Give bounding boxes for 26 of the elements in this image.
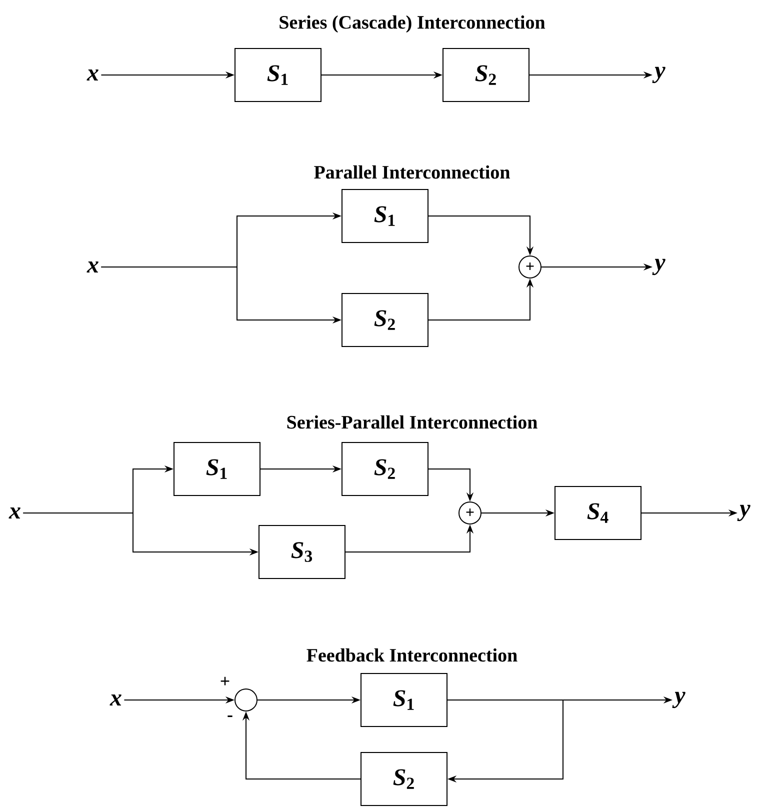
signal-label: x (8, 508, 20, 519)
system-box: S$_{2}$ (342, 442, 428, 496)
system-box: S$_{1}$ (174, 442, 260, 496)
sign-label: - (228, 716, 232, 718)
system-box: S$_{4}$ (554, 486, 642, 540)
summing-junction: + (458, 502, 482, 524)
section-title: Feedback Interconnection (306, 648, 518, 662)
signal-label: y (652, 258, 666, 276)
arrow (447, 700, 564, 783)
signal-label: x (86, 262, 98, 273)
signal-label: x (86, 70, 98, 81)
signal-label: y (672, 692, 686, 708)
system-box: S$_{1}$ (360, 673, 448, 727)
system-box: S$_{1}$ (234, 48, 322, 102)
signal-label: x (110, 694, 122, 706)
signal-label: y (737, 504, 750, 522)
system-box: S$_{3}$ (258, 525, 346, 579)
sign-label: + (220, 676, 230, 686)
section-title: Series (Cascade) Interconnection (280, 15, 546, 33)
section-title: Series-Parallel Interconnection (287, 415, 538, 429)
summing-junction: + (518, 256, 542, 278)
system-box: S$_{2}$ (442, 48, 530, 102)
system-box: S$_{2}$ (342, 293, 428, 347)
system-box: S$_{1}$ (342, 189, 428, 243)
system-box: S$_{2}$ (360, 752, 448, 806)
signal-label: y (652, 66, 666, 84)
